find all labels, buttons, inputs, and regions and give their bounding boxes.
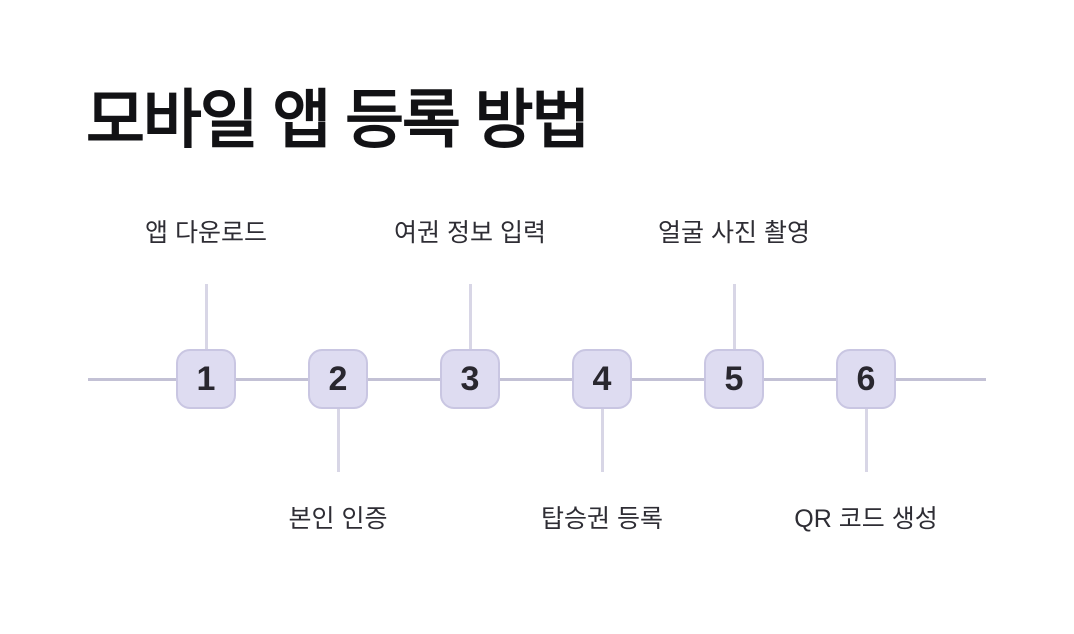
step-label: 본인 인증 [288,505,388,533]
step-node: 1 [176,349,236,409]
step-number: 5 [724,360,744,398]
step-label: QR 코드 생성 [794,505,938,533]
step-node: 2 [308,349,368,409]
timeline-step-1: 앱 다운로드 1 [76,0,336,634]
step-number: 3 [460,360,480,398]
step-connector-line [864,409,868,472]
step-number: 6 [856,360,876,398]
step-node: 4 [572,349,632,409]
timeline-axis-line [88,378,986,381]
step-number: 1 [196,360,216,398]
timeline-step-3: 여권 정보 입력 3 [340,0,600,634]
step-connector-line [468,284,472,349]
step-number: 4 [592,360,612,398]
timeline-step-6: QR 코드 생성 6 [736,0,996,634]
step-label: 탑승권 등록 [541,505,663,533]
step-label: 여권 정보 입력 [394,219,546,247]
page-title: 모바일 앱 등록 방법 [86,84,590,156]
step-node: 3 [440,349,500,409]
step-label: 앱 다운로드 [145,219,267,247]
timeline-step-4: 탑승권 등록 4 [472,0,732,634]
timeline-step-5: 얼굴 사진 촬영 5 [604,0,864,634]
step-connector-line [732,284,736,349]
step-number: 2 [328,360,348,398]
step-connector-line [336,409,340,472]
step-connector-line [600,409,604,472]
timeline-step-2: 본인 인증 2 [208,0,468,634]
step-node: 6 [836,349,896,409]
step-connector-line [204,284,208,349]
step-label: 얼굴 사진 촬영 [658,219,810,247]
step-node: 5 [704,349,764,409]
